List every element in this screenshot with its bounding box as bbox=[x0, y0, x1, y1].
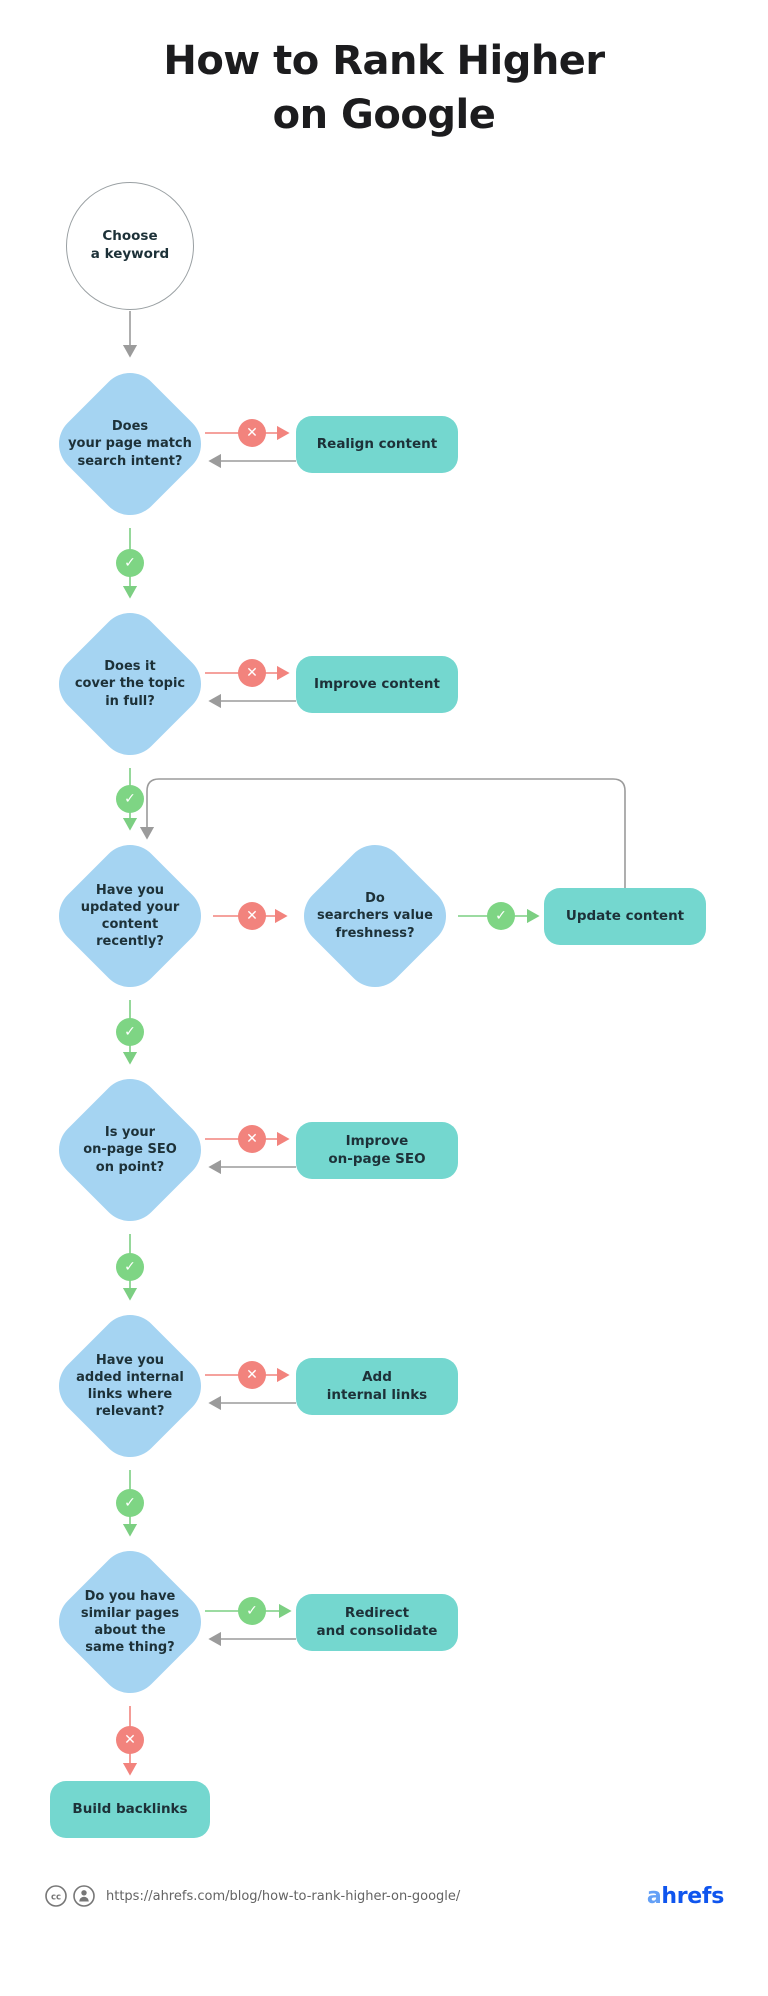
yes-badge: ✓ bbox=[238, 1597, 266, 1625]
start-node bbox=[66, 182, 194, 310]
yes-badge: ✓ bbox=[116, 1489, 144, 1517]
decision-onpage-seo-label: Is your on-page SEO on point? bbox=[83, 1125, 177, 1175]
page-title: How to Rank Higher on Google bbox=[163, 38, 605, 138]
footer: cc https://ahrefs.com/blog/how-to-rank-h… bbox=[44, 1878, 724, 1914]
attribution-person-icon bbox=[73, 1885, 95, 1907]
ahrefs-logo-rest: hrefs bbox=[661, 1883, 724, 1909]
decision-freshness-label: Do searchers value freshness? bbox=[317, 891, 433, 941]
ahrefs-logo-a: a bbox=[646, 1883, 662, 1909]
action-add-internal-links: Add internal links bbox=[296, 1358, 458, 1415]
action-improve-content: Improve content bbox=[296, 656, 458, 713]
ahrefs-logo: ahrefs bbox=[647, 1884, 724, 1909]
yes-badge: ✓ bbox=[116, 1018, 144, 1046]
decision-topic-full-label: Does it cover the topic in full? bbox=[74, 659, 186, 709]
no-badge: ✕ bbox=[238, 1361, 266, 1389]
decision-updated-recently-label: Have you updated your content recently? bbox=[80, 882, 180, 950]
attribution: cc https://ahrefs.com/blog/how-to-rank-h… bbox=[44, 1884, 460, 1908]
yes-badge: ✓ bbox=[116, 1253, 144, 1281]
no-badge: ✕ bbox=[238, 902, 266, 930]
action-update-content: Update content bbox=[544, 888, 706, 945]
no-badge: ✕ bbox=[238, 659, 266, 687]
yes-badge: ✓ bbox=[116, 785, 144, 813]
yes-badge: ✓ bbox=[487, 902, 515, 930]
decision-search-intent-label: Does your page match search intent? bbox=[68, 419, 192, 469]
yes-badge: ✓ bbox=[116, 549, 144, 577]
source-url: https://ahrefs.com/blog/how-to-rank-high… bbox=[106, 1888, 461, 1904]
no-badge: ✕ bbox=[116, 1726, 144, 1754]
action-realign-content: Realign content bbox=[296, 416, 458, 473]
action-improve-onpage-seo: Improve on-page SEO bbox=[296, 1122, 458, 1179]
cc-icon: cc bbox=[45, 1885, 67, 1907]
svg-text:cc: cc bbox=[51, 1893, 61, 1903]
no-badge: ✕ bbox=[238, 1125, 266, 1153]
action-build-backlinks: Build backlinks bbox=[50, 1781, 210, 1838]
no-badge: ✕ bbox=[238, 419, 266, 447]
action-redirect-consolidate: Redirect and consolidate bbox=[296, 1594, 458, 1651]
decision-similar-pages-label: Do you have similar pages about the same… bbox=[80, 1588, 180, 1656]
cc-license-icons: cc bbox=[45, 1885, 95, 1907]
decision-internal-links-label: Have you added internal links where rele… bbox=[76, 1352, 184, 1420]
start-node-label: Choose a keyword bbox=[90, 228, 170, 262]
